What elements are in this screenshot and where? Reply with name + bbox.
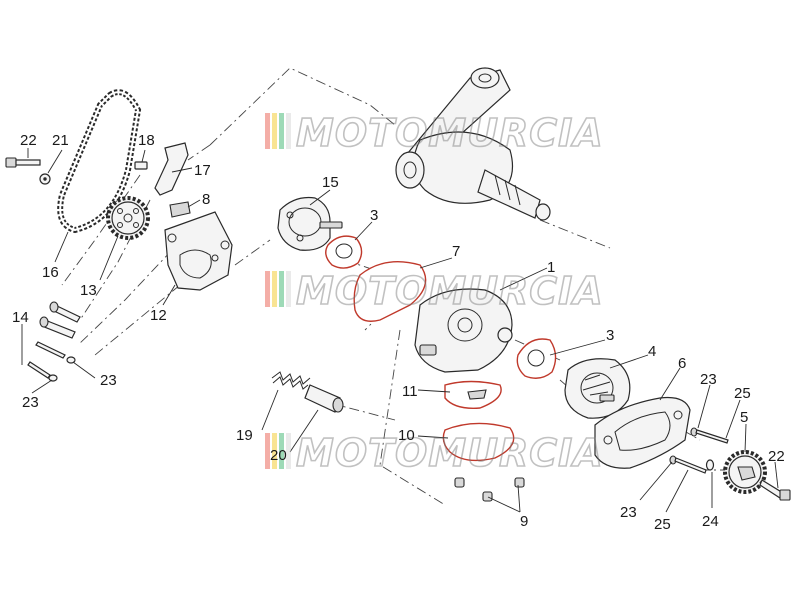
seal-10: [442, 422, 515, 462]
pump-housing-1: [414, 288, 513, 373]
piston-20: [304, 384, 344, 413]
crankshaft: [395, 67, 551, 221]
callout-7: 7: [452, 243, 460, 260]
callout-6: 6: [678, 355, 686, 372]
callout-3-lower: 3: [606, 327, 614, 344]
callout-15: 15: [322, 174, 339, 191]
callout-17: 17: [194, 162, 211, 179]
bracket-8: [169, 201, 191, 218]
callout-25-a: 25: [734, 385, 751, 402]
callout-11: 11: [402, 383, 418, 400]
watermark-stripe-green: [279, 433, 284, 469]
callout-23-right-b: 23: [620, 504, 637, 521]
callout-10: 10: [398, 427, 415, 444]
watermark-stripe-grey: [286, 271, 291, 307]
callout-5: 5: [740, 409, 748, 426]
cover-12: [164, 211, 233, 291]
callout-14: 14: [12, 309, 29, 326]
callout-20: 20: [270, 447, 287, 464]
callout-22: 22: [20, 132, 37, 149]
watermark-stripe-green: [279, 113, 284, 149]
spring-19: [271, 371, 311, 390]
callout-12: 12: [150, 307, 167, 324]
callout-22-right: 22: [768, 448, 785, 465]
callout-23-right-a: 23: [700, 371, 717, 388]
gasket-7: [353, 260, 427, 322]
pump-rotor-4: [564, 358, 631, 419]
gasket-11: [444, 380, 502, 409]
watermark-middle: MOTOMURCIA: [265, 268, 604, 314]
watermark-stripe-yellow: [272, 271, 277, 307]
watermark-stripe-yellow: [272, 433, 277, 469]
watermark-stripe-red: [265, 271, 270, 307]
callout-23-left-a: 23: [100, 372, 117, 389]
watermark-stripe-red: [265, 113, 270, 149]
callout-21: 21: [52, 132, 69, 149]
callout-18: 18: [138, 132, 155, 149]
callout-16: 16: [42, 264, 59, 281]
leader-lines: [21, 148, 779, 513]
callout-13: 13: [80, 282, 97, 299]
callout-3-upper: 3: [370, 207, 378, 224]
bolt-22-left: [5, 157, 41, 168]
bolt-set-14: [27, 301, 81, 382]
watermark-stripe-red: [265, 433, 270, 469]
callout-4: 4: [648, 343, 656, 360]
callout-8: 8: [202, 191, 210, 208]
pump-cover-6: [594, 396, 691, 469]
gasket-3-lower: [516, 338, 557, 379]
callout-19: 19: [236, 427, 253, 444]
pin-18: [134, 161, 148, 170]
gasket-3-upper: [325, 235, 363, 269]
watermark-text: MOTOMURCIA: [296, 431, 604, 475]
sprocket: [106, 196, 150, 240]
watermark-stripe-green: [279, 271, 284, 307]
callout-1: 1: [547, 259, 555, 276]
timing-chain: [57, 89, 142, 234]
chain-guide-17: [154, 142, 189, 196]
watermark-top: MOTOMURCIA: [265, 110, 604, 156]
bolt-22-right: [759, 479, 791, 501]
callout-25-b: 25: [654, 516, 671, 533]
screw-set-9: [454, 477, 525, 502]
drive-gear-5: [723, 450, 767, 494]
watermark-text: MOTOMURCIA: [296, 269, 604, 313]
watermark-bottom: MOTOMURCIA: [265, 430, 604, 476]
washer-21: [39, 173, 51, 185]
watermark-text: MOTOMURCIA: [296, 111, 604, 155]
callout-23-left-b: 23: [22, 394, 39, 411]
watermark-stripe-yellow: [272, 113, 277, 149]
watermark-stripe-grey: [286, 113, 291, 149]
watermark-stripe-grey: [286, 433, 291, 469]
pump-rotor-15: [277, 196, 343, 251]
callout-9: 9: [520, 513, 528, 530]
callout-labels: 22 21 18 17 8 15 3 7 1 16 13 12 14 3 4 6…: [12, 132, 785, 533]
callout-24: 24: [702, 513, 719, 530]
